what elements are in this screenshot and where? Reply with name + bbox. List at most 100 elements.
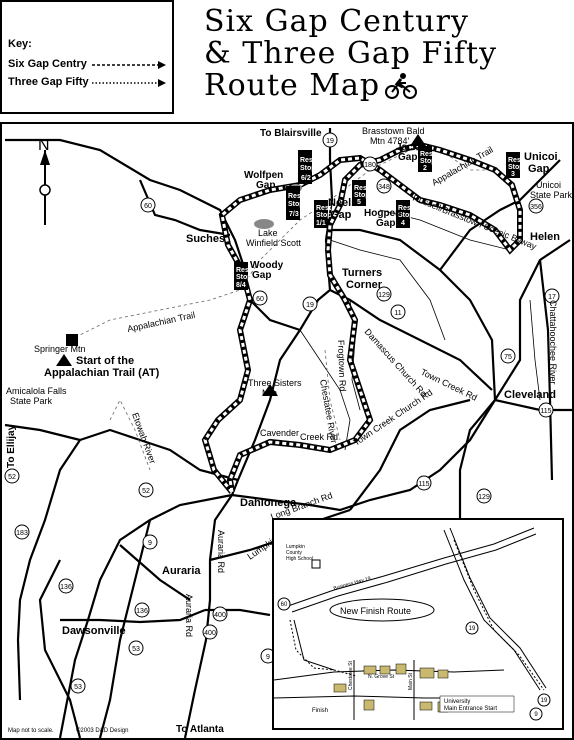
to-atlanta-label: To Atlanta	[176, 724, 224, 735]
route-shield-9-lower: 9	[260, 648, 276, 664]
route-shield-183: 183	[14, 524, 30, 540]
svg-text:8/4: 8/4	[236, 282, 246, 289]
svg-text:356: 356	[530, 204, 542, 211]
unicoi-park-label: Unicoi	[536, 180, 561, 190]
to-ellijay-label: To Ellijay	[6, 424, 17, 468]
svg-text:Rest: Rest	[508, 157, 524, 164]
chattahoochee-label: Chattahoochee River	[548, 300, 558, 385]
svg-text:9: 9	[266, 654, 270, 661]
svg-text:400: 400	[214, 612, 226, 619]
svg-text:75: 75	[504, 354, 512, 361]
route-shield-136: 136	[134, 602, 150, 618]
key-century-line	[92, 61, 166, 69]
route-shield-348: 348	[376, 178, 392, 194]
hogpen-gap-label-2: Gap	[376, 218, 395, 229]
university-label-2: Main Entrance Start	[444, 706, 497, 712]
inset-route-shields: 60 19 19 9	[277, 597, 551, 721]
amicalola-label: Amicalola Falls	[6, 386, 67, 396]
hogpen-gap-label: Hogpen	[364, 208, 401, 219]
hiker-icon	[66, 334, 78, 346]
svg-text:2: 2	[423, 165, 427, 172]
route-shield-52-west: 52	[4, 468, 20, 484]
svg-text:Rest: Rest	[300, 157, 316, 164]
university-label: University	[444, 699, 470, 705]
svg-text:400: 400	[204, 630, 216, 637]
svg-text:3: 3	[511, 171, 515, 178]
svg-text:129: 129	[378, 292, 390, 299]
svg-text:115: 115	[418, 481, 429, 488]
chestatee-st-label: Chestatee St	[348, 660, 354, 690]
neels-gap-label: Neels	[328, 197, 357, 209]
svg-text:60: 60	[281, 602, 288, 608]
three-sisters-label-2: Mtn	[262, 388, 277, 398]
route-shield-115-east: 115	[538, 402, 554, 418]
lake-winfield-scott	[254, 219, 274, 229]
svg-text:Stop: Stop	[508, 164, 524, 171]
route-shield-136-west: 136	[58, 578, 74, 594]
brasstown-mountain-icon	[410, 134, 426, 146]
springer-mountain-icon	[56, 354, 72, 366]
svg-text:6/2: 6/2	[301, 175, 311, 182]
springer-mtn-label: Springer Mtn	[34, 344, 86, 354]
route-shield-400-south: 400	[212, 606, 228, 622]
copyright-note: ©2003 D&D Design	[76, 727, 128, 734]
svg-text:5: 5	[357, 199, 361, 206]
unicoi-gap-label: Unicoi	[524, 151, 558, 163]
svg-text:180: 180	[364, 162, 376, 169]
cleveland-label: Cleveland	[504, 389, 556, 401]
svg-text:Stop: Stop	[288, 201, 304, 208]
svg-text:Stop: Stop	[236, 274, 252, 281]
svg-text:Rest: Rest	[354, 185, 370, 192]
turners-corner-label-2: Corner	[346, 279, 383, 291]
route-shield-60-mid: 60	[252, 290, 268, 306]
finish-label: Finish	[312, 708, 328, 714]
svg-text:9: 9	[148, 540, 152, 547]
wolfpen-gap-label: Wolfpen	[244, 170, 283, 181]
svg-text:11: 11	[394, 310, 401, 317]
svg-text:Rest: Rest	[288, 193, 304, 200]
school-marker	[311, 559, 321, 569]
start-at-label-2: Appalachian Trail (AT)	[44, 367, 160, 379]
svg-text:136: 136	[60, 584, 72, 591]
route-shield-17: 17	[544, 288, 560, 304]
jacks-gap-label: Jacks	[396, 142, 424, 153]
woody-gap-label-2: Gap	[252, 270, 271, 281]
svg-text:115: 115	[540, 408, 551, 415]
unicoi-park-label-2: State Park	[530, 190, 572, 200]
north-label: N	[38, 137, 50, 154]
route-shield-180: 180	[362, 156, 378, 172]
svg-text:183: 183	[16, 530, 28, 537]
cyclist-icon	[385, 73, 417, 99]
svg-text:4: 4	[401, 220, 405, 227]
route-shield-19-north: 19	[322, 132, 338, 148]
lake-winfield-label: Lake	[258, 228, 278, 238]
svg-text:19: 19	[306, 302, 314, 309]
cavender-label: Cavender	[260, 428, 299, 438]
finish-route-callout	[329, 598, 435, 622]
svg-text:19: 19	[541, 698, 548, 704]
brasstown-bald-label: Brasstown Bald	[362, 126, 425, 136]
to-blairsville-label: To Blairsville	[260, 128, 322, 139]
frogtown-rd-label: Frogtown Rd	[336, 340, 348, 392]
helen-label: Helen	[530, 231, 560, 243]
svg-text:9: 9	[534, 712, 538, 718]
svg-text:60: 60	[144, 203, 152, 210]
auraria-label: Auraria	[162, 565, 201, 577]
route-shield-356: 356	[528, 198, 544, 214]
route-shield-53: 53	[128, 640, 144, 656]
svg-text:136: 136	[136, 608, 148, 615]
amicalola-label-2: State Park	[10, 396, 53, 406]
inset-map-svg: New Finish Route Lumpkin County High Sch…	[273, 527, 551, 721]
century-route	[201, 141, 523, 494]
svg-text:19: 19	[326, 138, 334, 145]
svg-text:19: 19	[469, 626, 476, 632]
north-arrow: N	[38, 137, 51, 225]
title-line-2: & Three Gap Fifty	[204, 36, 498, 71]
auraria-rd-label: Auraria Rd	[216, 530, 226, 573]
